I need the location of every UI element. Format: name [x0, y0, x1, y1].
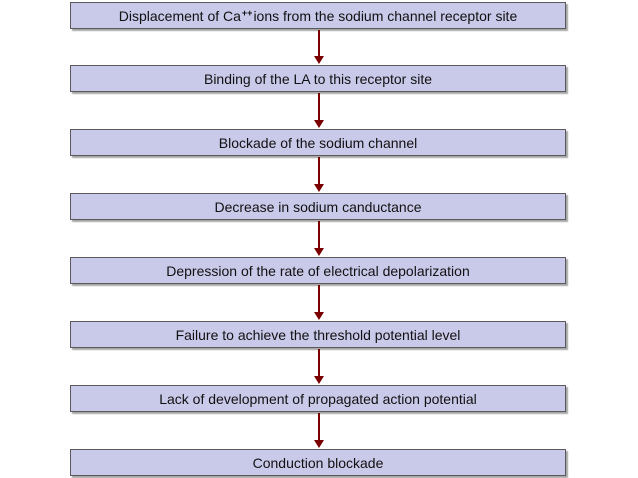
- step-5-label: Depression of the rate of electrical dep…: [166, 262, 470, 279]
- step-6-box: Failure to achieve the threshold potenti…: [70, 321, 566, 348]
- arrow-4-down: [314, 221, 324, 256]
- arrow-1-down: [314, 30, 324, 64]
- step-4-label: Decrease in sodium canductance: [214, 198, 422, 215]
- step-4-box: Decrease in sodium canductance: [70, 193, 566, 220]
- arrow-3-down: [314, 157, 324, 192]
- step-3-label: Blockade of the sodium channel: [218, 134, 418, 151]
- step-8-label: Conduction blockade: [252, 454, 384, 471]
- arrow-6-down: [314, 349, 324, 384]
- arrow-7-down: [314, 413, 324, 448]
- arrow-5-down: [314, 285, 324, 320]
- step-1-label-post: ions from the sodium channel receptor si…: [253, 7, 518, 24]
- step-7-label: Lack of development of propagated action…: [159, 390, 477, 407]
- step-1-box: Displacement of Ca++ions from the sodium…: [70, 2, 566, 29]
- step-8-box: Conduction blockade: [70, 449, 566, 476]
- step-1-label-superscript: ++: [241, 7, 253, 18]
- step-2-box: Binding of the LA to this receptor site: [70, 65, 566, 92]
- step-6-label: Failure to achieve the threshold potenti…: [175, 326, 461, 343]
- step-7-box: Lack of development of propagated action…: [70, 385, 566, 412]
- step-1-label-pre: Displacement of Ca: [118, 7, 241, 24]
- step-3-box: Blockade of the sodium channel: [70, 129, 566, 156]
- step-2-label: Binding of the LA to this receptor site: [203, 70, 433, 87]
- step-5-box: Depression of the rate of electrical dep…: [70, 257, 566, 284]
- arrow-2-down: [314, 93, 324, 128]
